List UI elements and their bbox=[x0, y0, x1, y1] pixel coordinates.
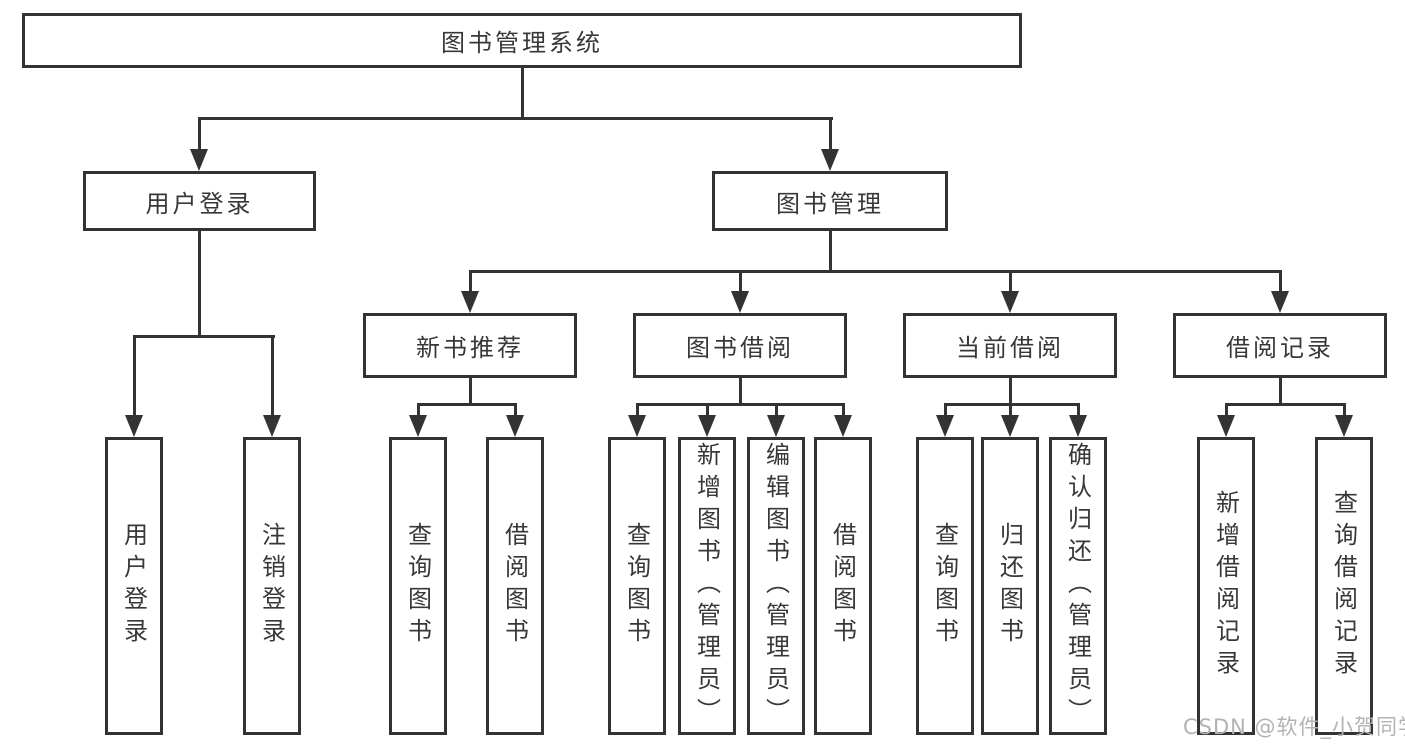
connector-line bbox=[514, 403, 517, 419]
arrow-down-icon bbox=[628, 415, 646, 437]
arrow-down-icon bbox=[1069, 415, 1087, 437]
connector-line bbox=[944, 403, 947, 419]
arrow-down-icon bbox=[698, 415, 716, 437]
connector-line bbox=[1225, 403, 1346, 406]
connector-line bbox=[1077, 403, 1080, 419]
connector-line bbox=[469, 270, 1282, 273]
connector-line bbox=[829, 117, 832, 153]
arrow-down-icon bbox=[1001, 415, 1019, 437]
connector-line bbox=[133, 335, 136, 419]
arrow-down-icon bbox=[1271, 291, 1289, 313]
connector-line bbox=[1009, 403, 1012, 419]
connector-line bbox=[198, 117, 201, 153]
arrow-down-icon bbox=[731, 291, 749, 313]
leaf-query-books-current: 查询图书 bbox=[916, 437, 974, 735]
node-book-borrowing: 图书借阅 bbox=[633, 313, 847, 378]
leaf-confirm-return-admin: 确认归还（管理员） bbox=[1049, 437, 1107, 735]
connector-line bbox=[775, 403, 778, 419]
connector-line bbox=[1009, 378, 1012, 405]
arrow-down-icon bbox=[461, 291, 479, 313]
node-book-management: 图书管理 bbox=[712, 171, 948, 231]
connector-line bbox=[1279, 378, 1282, 405]
connector-line bbox=[636, 403, 639, 419]
arrow-down-icon bbox=[409, 415, 427, 437]
leaf-add-borrow-record: 新增借阅记录 bbox=[1197, 437, 1255, 735]
leaf-borrow-books-newbook: 借阅图书 bbox=[486, 437, 544, 735]
connector-line bbox=[469, 270, 472, 295]
connector-line bbox=[271, 335, 274, 419]
node-root-library-system: 图书管理系统 bbox=[22, 13, 1022, 68]
connector-line bbox=[521, 68, 524, 120]
connector-line bbox=[469, 378, 472, 405]
connector-line bbox=[842, 403, 845, 419]
leaf-query-borrow-record: 查询借阅记录 bbox=[1315, 437, 1373, 735]
arrow-down-icon bbox=[263, 415, 281, 437]
arrow-down-icon bbox=[506, 415, 524, 437]
connector-line bbox=[1279, 270, 1282, 295]
arrow-down-icon bbox=[1335, 415, 1353, 437]
leaf-user-login: 用户登录 bbox=[105, 437, 163, 735]
connector-line bbox=[944, 403, 1080, 406]
leaf-add-book-admin: 新增图书（管理员） bbox=[678, 437, 736, 735]
leaf-return-book: 归还图书 bbox=[981, 437, 1039, 735]
arrow-down-icon bbox=[1001, 291, 1019, 313]
arrow-down-icon bbox=[125, 415, 143, 437]
node-borrow-records: 借阅记录 bbox=[1173, 313, 1387, 378]
connector-line bbox=[829, 231, 832, 272]
connector-line bbox=[1225, 403, 1228, 419]
arrow-down-icon bbox=[1217, 415, 1235, 437]
arrow-down-icon bbox=[190, 149, 208, 171]
leaf-logout: 注销登录 bbox=[243, 437, 301, 735]
node-new-book-recommend: 新书推荐 bbox=[363, 313, 577, 378]
leaf-query-books-newbook: 查询图书 bbox=[389, 437, 447, 735]
connector-line bbox=[133, 335, 275, 338]
node-user-login: 用户登录 bbox=[83, 171, 316, 231]
leaf-query-books-borrow: 查询图书 bbox=[608, 437, 666, 735]
leaf-edit-book-admin: 编辑图书（管理员） bbox=[747, 437, 805, 735]
leaf-borrow-books-borrow: 借阅图书 bbox=[814, 437, 872, 735]
arrow-down-icon bbox=[821, 149, 839, 171]
connector-line bbox=[636, 403, 845, 406]
connector-line bbox=[739, 270, 742, 295]
node-current-borrowing: 当前借阅 bbox=[903, 313, 1117, 378]
connector-line bbox=[417, 403, 517, 406]
connector-line bbox=[417, 403, 420, 419]
connector-line bbox=[198, 231, 201, 337]
arrow-down-icon bbox=[936, 415, 954, 437]
connector-line bbox=[1009, 270, 1012, 295]
connector-line bbox=[1343, 403, 1346, 419]
connector-line bbox=[198, 117, 833, 120]
connector-line bbox=[739, 378, 742, 405]
connector-line bbox=[706, 403, 709, 419]
csdn-watermark: CSDN @软件_小贺同学 bbox=[1183, 715, 1405, 739]
arrow-down-icon bbox=[834, 415, 852, 437]
arrow-down-icon bbox=[767, 415, 785, 437]
